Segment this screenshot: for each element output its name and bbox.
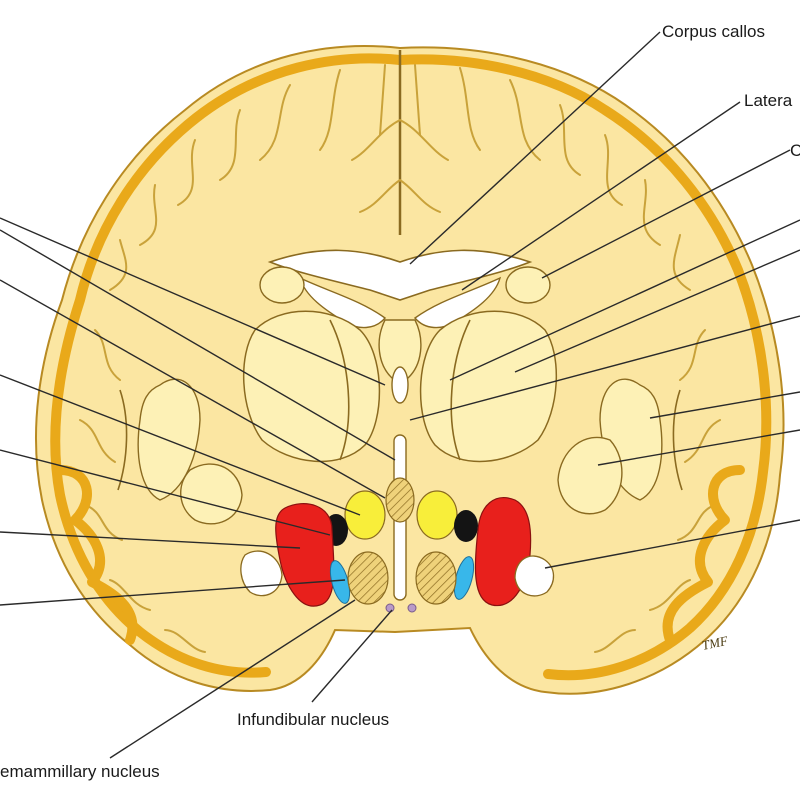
leader-infundibular (311, 609, 393, 703)
corpus-callosum (267, 249, 533, 301)
nucleus-yellow-left (344, 490, 386, 540)
leader-corpus-callosum (409, 31, 661, 265)
ventromedial-hatched-left (347, 551, 389, 605)
deep-structures (117, 249, 683, 613)
label-premammillary-nucleus: emammillary nucleus (0, 762, 160, 781)
claustrum-left (117, 389, 128, 491)
ventromedial-hatched-right (415, 551, 457, 605)
insula-left (137, 378, 201, 501)
nucleus-red-left (275, 503, 335, 607)
cortex-band (50, 53, 405, 678)
claustrum-right (672, 389, 683, 491)
nucleus-black-right (454, 510, 478, 542)
gyri-left-upper (109, 64, 386, 291)
third-ventricle-top (391, 366, 409, 404)
leader-right-6 (544, 519, 800, 569)
leader-left-7 (0, 579, 346, 606)
leader-right-4 (649, 391, 800, 419)
internal-capsule-right (450, 319, 471, 461)
leader-caudate (541, 149, 791, 279)
leader-right-3 (409, 315, 800, 421)
lateral-ventricle-left (298, 276, 387, 329)
amygdala-right (557, 436, 623, 515)
leader-left-5 (0, 449, 331, 536)
caudate-right (505, 266, 551, 304)
right-temporal-gyri (662, 465, 745, 645)
leader-left-3 (0, 279, 386, 499)
infundibular-dot-right (407, 603, 417, 613)
leader-lateral-ventricle (461, 101, 741, 291)
label-infundibular-nucleus: Infundibular nucleus (237, 710, 389, 729)
caudate-left (259, 266, 305, 304)
gyri-right-lower (594, 329, 721, 653)
leader-right-1 (449, 219, 800, 381)
leader-lines (0, 31, 800, 759)
leader-left-4 (0, 374, 361, 516)
label-corpus-callosum: Corpus callos (662, 22, 765, 41)
paraventricular-hatched (385, 477, 415, 523)
label-lateral-ventricle: Latera (744, 91, 793, 110)
infundibular-dot-left (385, 603, 395, 613)
leader-left-2 (0, 229, 396, 461)
fissure-branches (351, 119, 449, 213)
lentiform-left (242, 310, 381, 463)
left-temporal-gyri (55, 465, 138, 645)
lateral-ventricle-right (413, 276, 502, 329)
gyri-left-lower (79, 329, 206, 653)
amygdala-left (180, 463, 243, 525)
temporal-lobes (55, 465, 745, 645)
cortex-band-right (395, 54, 772, 681)
leader-right-5 (597, 429, 800, 466)
hippocampus-right (514, 555, 555, 597)
leader-left-6 (0, 531, 301, 549)
leader-left-1 (0, 217, 386, 386)
hippocampus-left (240, 550, 283, 597)
label-caudate: C (790, 141, 800, 160)
gyri-right-upper (414, 64, 691, 291)
nucleus-yellow-right (416, 490, 458, 540)
artist-signature: TMF (701, 633, 731, 653)
lentiform-right (419, 310, 558, 463)
leader-right-2 (514, 249, 800, 373)
internal-capsule-left (329, 319, 350, 461)
labels: Corpus callos Latera C Infundibular nucl… (0, 22, 800, 781)
leader-premammillary (109, 599, 356, 759)
